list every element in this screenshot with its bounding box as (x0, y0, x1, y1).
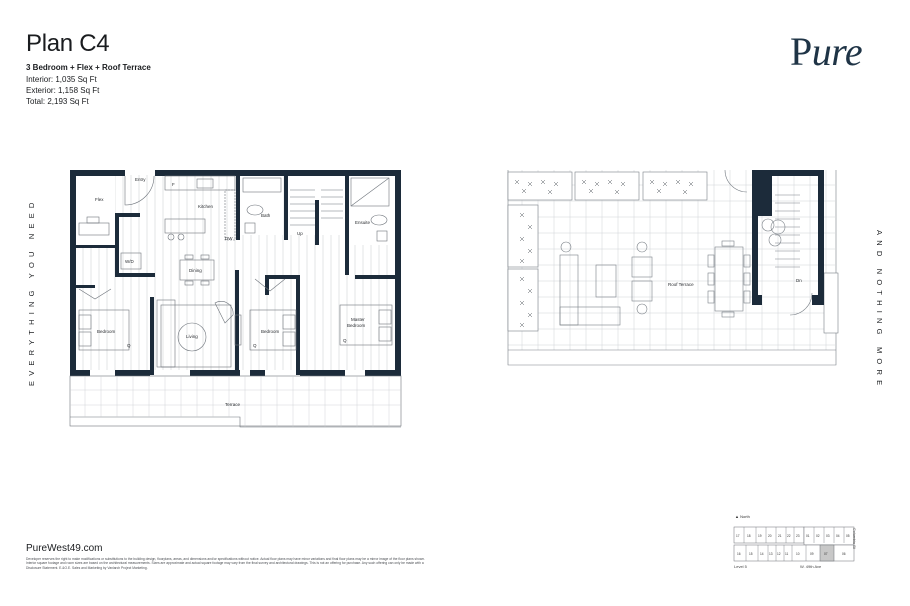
key-plan-map: 17 18 19 20 21 22 23 01 02 03 04 05 16 15 14 13 12 11 10 0… (733, 526, 855, 562)
svg-text:15: 15 (749, 552, 753, 556)
appliance-label-fridge: F (172, 182, 175, 187)
room-label-master-1: Master (351, 317, 365, 322)
room-label-kitchen: Kitchen (198, 204, 214, 209)
svg-text:18: 18 (747, 534, 751, 538)
svg-text:19: 19 (758, 534, 762, 538)
key-plan-level: Level 5 (734, 564, 747, 569)
svg-text:17: 17 (736, 534, 740, 538)
svg-text:04: 04 (836, 534, 840, 538)
bed-size-q-2: Q (253, 343, 257, 348)
walls (70, 170, 401, 376)
room-label-entry: Entry (135, 177, 146, 182)
north-label: North (740, 514, 750, 519)
svg-text:05: 05 (846, 534, 850, 538)
room-label-wd: W/D (125, 259, 134, 264)
svg-text:21: 21 (778, 534, 782, 538)
roof-floor-plan: Roof Terrace Dn (507, 169, 839, 366)
svg-text:16: 16 (737, 552, 741, 556)
svg-text:20: 20 (768, 534, 772, 538)
svg-text:13: 13 (769, 552, 773, 556)
disclaimer-text: Developer reserves the right to make mod… (26, 557, 425, 570)
room-label-living: Living (186, 334, 198, 339)
room-label-bedroom-2: Bedroom (261, 329, 280, 334)
svg-text:02: 02 (816, 534, 820, 538)
svg-text:01: 01 (806, 534, 810, 538)
key-plan-side-street: Columbia St (852, 528, 856, 549)
exterior-area: Exterior: 1,158 Sq Ft (26, 86, 100, 95)
svg-text:09: 09 (810, 552, 814, 556)
brand-logo: Pure (790, 28, 863, 75)
north-indicator: ▲ North (735, 514, 750, 519)
side-tagline-right: AND NOTHING MORE (875, 230, 884, 391)
interior-area: Interior: 1,035 Sq Ft (26, 75, 97, 84)
bed-size-q-3: Q (343, 338, 347, 343)
room-label-flex: Flex (95, 197, 104, 202)
svg-text:07: 07 (824, 552, 828, 556)
room-label-terrace: Terrace (225, 402, 241, 407)
brand-logo-p: P (790, 29, 812, 74)
main-floor-plan: Flex Entry F Kitchen DW W/D Dining Bath … (69, 170, 402, 428)
svg-text:11: 11 (785, 552, 789, 556)
north-arrow-icon: ▲ (735, 514, 739, 519)
plan-title: Plan C4 (26, 30, 110, 57)
svg-text:03: 03 (826, 534, 830, 538)
svg-text:12: 12 (777, 552, 781, 556)
bed-size-q-1: Q (127, 343, 131, 348)
key-plan-street: W. 49th Ave (800, 564, 822, 569)
svg-text:22: 22 (787, 534, 791, 538)
svg-text:14: 14 (760, 552, 764, 556)
plan-type: 3 Bedroom + Flex + Roof Terrace (26, 63, 151, 72)
room-label-ensuite: Ensuite (355, 220, 371, 225)
room-label-bath: Bath (261, 213, 271, 218)
stairs-label-down: Dn (796, 278, 802, 283)
brand-logo-rest: ure (811, 29, 863, 74)
appliance-label-dw: DW (225, 236, 233, 241)
room-label-dining: Dining (189, 268, 202, 273)
room-label-bedroom-1: Bedroom (97, 329, 116, 334)
svg-text:06: 06 (842, 552, 846, 556)
stairs-label-up: Up (297, 231, 303, 236)
website-link[interactable]: PureWest49.com (26, 543, 103, 554)
highlighted-unit (819, 544, 835, 562)
svg-text:23: 23 (796, 534, 800, 538)
room-label-master-2: Bedroom (347, 323, 366, 328)
room-label-roof-terrace: Roof Terrace (668, 282, 694, 287)
svg-text:10: 10 (796, 552, 800, 556)
side-tagline-left: EVERYTHING YOU NEED (27, 197, 36, 386)
total-area: Total: 2,193 Sq Ft (26, 97, 89, 106)
